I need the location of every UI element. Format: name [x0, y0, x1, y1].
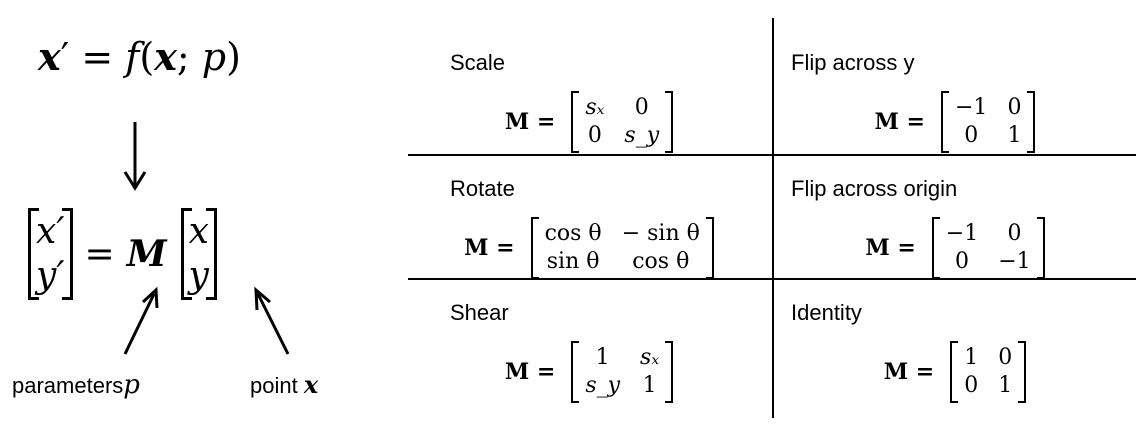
table-divider-1 — [408, 154, 1136, 156]
matrix-M: M — [126, 233, 167, 275]
matrix-label: M = — [883, 359, 935, 385]
matrix-equation: x′ y′ = M x y — [28, 206, 218, 302]
x-prime: x′ — [36, 211, 65, 252]
cell-title: Rotate — [450, 176, 515, 201]
cell-title: Identity — [791, 300, 862, 325]
input-vector: x y — [180, 208, 218, 300]
arrows — [123, 122, 290, 355]
transformation-diagram: x′ = f(x; p) x′ y′ = M x y parametersp p… — [0, 0, 400, 434]
down-arrow-head — [123, 171, 147, 191]
matrix-label: M = — [504, 359, 556, 385]
cell-title: Shear — [450, 300, 509, 325]
equals-sign: = — [84, 233, 115, 275]
x-var: x — [188, 211, 209, 252]
matrix-label: M = — [874, 109, 925, 135]
parameters-label: parametersp — [12, 370, 140, 400]
function-formula: x′ = f(x; p) — [38, 34, 241, 79]
arrow-to-M — [123, 293, 156, 355]
cell-title: Scale — [450, 50, 506, 75]
point-label: point x — [250, 370, 319, 399]
cell-title: Flip across y — [791, 50, 915, 75]
arrow-to-M-head — [141, 286, 159, 309]
arrow-to-point-head — [254, 286, 271, 311]
matrix-label: M = — [504, 109, 556, 135]
y-prime: y′ — [36, 255, 65, 296]
matrix-label: M = — [464, 235, 515, 261]
matrix-label: M = — [865, 235, 916, 261]
y-var: y — [188, 255, 209, 296]
table-vertical-divider — [772, 18, 774, 418]
output-vector: x′ y′ — [28, 208, 73, 300]
arrow-to-point — [256, 293, 290, 355]
table-divider-2 — [408, 278, 1136, 280]
cell-title: Flip across origin — [791, 176, 958, 201]
